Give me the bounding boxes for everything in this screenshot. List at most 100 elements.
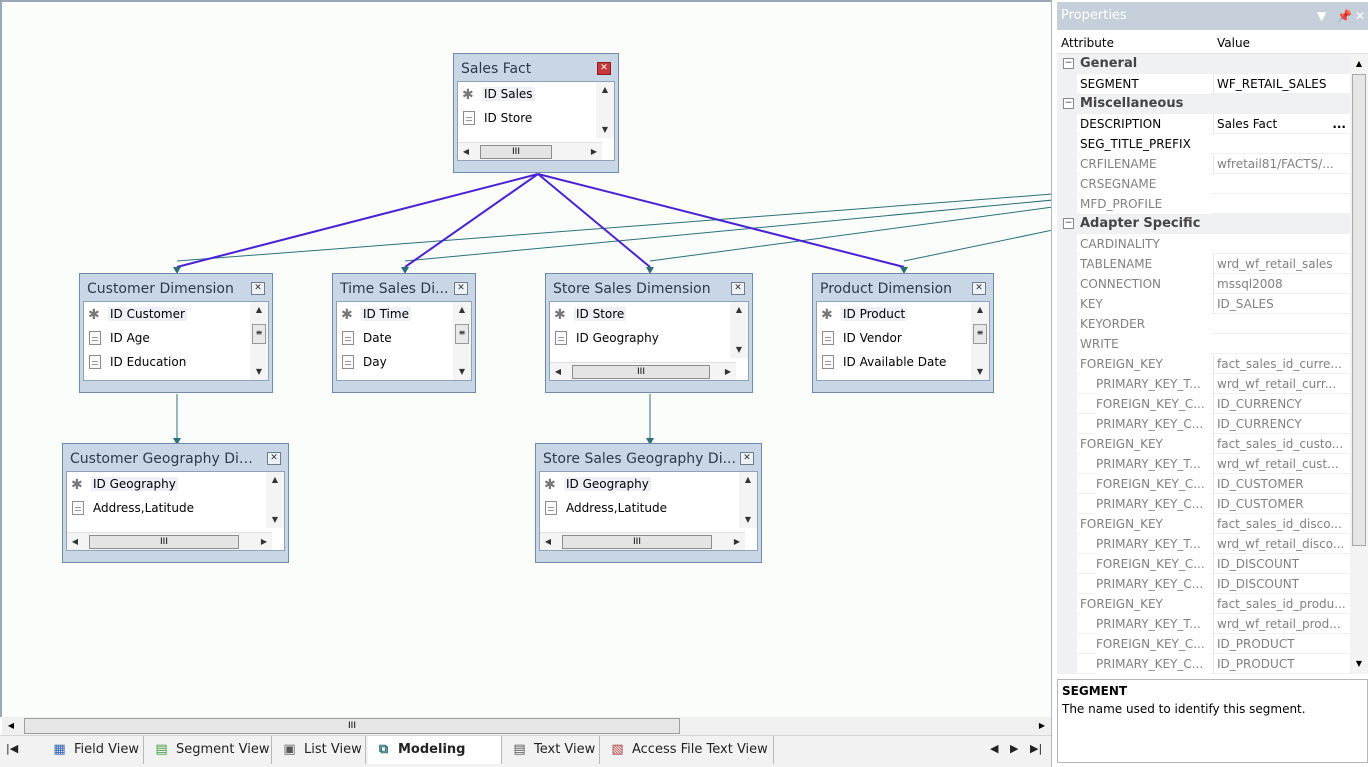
scroll-down-icon[interactable]: ▼	[1355, 659, 1363, 668]
vertical-scrollbar[interactable]: ▲ ▼	[266, 472, 284, 528]
previous-tab-icon[interactable]: ◀	[990, 742, 999, 755]
segment-header[interactable]: Time Sales Di... ✕	[336, 277, 472, 301]
field-item[interactable]: ID Education	[84, 350, 268, 374]
property-category[interactable]: −Adapter Specific	[1057, 214, 1350, 234]
property-value[interactable]: ID_SALES	[1213, 294, 1349, 314]
field-item[interactable]: Address,Latitude	[67, 496, 284, 520]
segment-customer-geography[interactable]: Customer Geography Dime... ✕ ✱ID Geograp…	[62, 443, 289, 563]
horizontal-scrollbar[interactable]: ◀ III ▶	[458, 142, 602, 160]
close-icon[interactable]: ✕	[267, 452, 281, 465]
property-row[interactable]: KEYORDER	[1057, 314, 1350, 334]
field-item[interactable]: ID Age	[84, 326, 268, 350]
field-item[interactable]: ✱ID Geography	[540, 472, 757, 496]
segment-header[interactable]: Customer Dimension ✕	[83, 277, 269, 301]
dropdown-icon[interactable]: ▼	[1317, 9, 1327, 23]
tab-text-view[interactable]: ▤Text View	[504, 736, 600, 764]
scroll-thumb[interactable]: III	[572, 365, 710, 379]
vertical-scrollbar[interactable]: ▲ ≡ ▼	[971, 302, 989, 380]
property-value[interactable]: ID_PRODUCT	[1213, 654, 1349, 674]
property-row[interactable]: CARDINALITY	[1057, 234, 1350, 254]
scroll-down-icon[interactable]: ▼	[271, 515, 279, 524]
tab-field-view[interactable]: ▦Field View	[44, 736, 144, 764]
scroll-down-icon[interactable]: ▼	[976, 367, 984, 376]
field-list[interactable]: ✱ID Product ID Vendor ID Available Date …	[816, 301, 990, 381]
collapse-icon[interactable]: −	[1063, 98, 1074, 109]
property-value[interactable]: ID_CURRENCY	[1213, 394, 1349, 414]
segment-header[interactable]: Sales Fact ✕	[457, 57, 615, 81]
segment-time-sales-dimension[interactable]: Time Sales Di... ✕ ✱ID Time Date Day ▲ ≡…	[332, 273, 476, 393]
scroll-left-icon[interactable]: ◀	[462, 147, 470, 156]
property-row[interactable]: PRIMARY_KEY_C...ID_CURRENCY	[1057, 414, 1350, 434]
scroll-right-icon[interactable]: ▶	[733, 537, 741, 546]
property-row[interactable]: SEG_TITLE_PREFIX	[1057, 134, 1350, 154]
vertical-scrollbar[interactable]: ▲ ▼	[730, 302, 748, 358]
scroll-up-icon[interactable]: ▲	[744, 475, 752, 484]
property-value[interactable]: ID_CUSTOMER	[1213, 494, 1349, 514]
vertical-scrollbar[interactable]: ▲ ≡ ▼	[453, 302, 471, 380]
property-value[interactable]: fact_sales_id_curre...	[1213, 354, 1349, 374]
collapse-icon[interactable]: −	[1063, 218, 1074, 229]
tab-modeling-view[interactable]: ⧉Modeling View	[368, 736, 502, 764]
horizontal-scrollbar[interactable]: ◀ III ▶	[67, 532, 272, 550]
property-value[interactable]: ID_DISCOUNT	[1213, 574, 1349, 594]
property-value[interactable]: wrd_wf_retail_curr...	[1213, 374, 1349, 394]
vertical-scrollbar[interactable]: ▲ ▼	[739, 472, 757, 528]
property-value[interactable]: wrd_wf_retail_prod...	[1213, 614, 1349, 634]
property-row[interactable]: PRIMARY_KEY_T...wrd_wf_retail_prod...	[1057, 614, 1350, 634]
segment-store-sales-dimension[interactable]: Store Sales Dimension ✕ ✱ID Store ID Geo…	[545, 273, 753, 393]
property-value[interactable]: fact_sales_id_produ...	[1213, 594, 1349, 614]
scroll-down-icon[interactable]: ▼	[601, 125, 609, 134]
property-category[interactable]: −Miscellaneous	[1057, 94, 1350, 114]
scroll-left-icon[interactable]: ◀	[7, 721, 15, 730]
close-icon[interactable]: ✕	[454, 282, 468, 295]
scroll-right-icon[interactable]: ▶	[1038, 721, 1046, 730]
scroll-thumb[interactable]: III	[562, 535, 712, 549]
property-value[interactable]: ID_PRODUCT	[1213, 634, 1349, 654]
scroll-thumb[interactable]	[1352, 74, 1366, 546]
scroll-down-icon[interactable]: ▼	[735, 345, 743, 354]
scroll-up-icon[interactable]: ▲	[735, 305, 743, 314]
field-item[interactable]: ID Store	[458, 106, 614, 130]
tab-segment-view[interactable]: ▤Segment View	[146, 736, 272, 764]
scroll-right-icon[interactable]: ▶	[590, 147, 598, 156]
scroll-down-icon[interactable]: ▼	[744, 515, 752, 524]
scroll-up-icon[interactable]: ▲	[1355, 59, 1363, 68]
segment-header[interactable]: Store Sales Dimension ✕	[549, 277, 749, 301]
property-value[interactable]: ID_CURRENCY	[1213, 414, 1349, 434]
field-list[interactable]: ✱ID Customer ID Age ID Education ▲ ≡ ▼	[83, 301, 269, 381]
field-item[interactable]: Address,Latitude	[540, 496, 757, 520]
field-item[interactable]: ID Available Date	[817, 350, 989, 374]
property-row[interactable]: PRIMARY_KEY_T...wrd_wf_retail_curr...	[1057, 374, 1350, 394]
ellipsis-button[interactable]: ...	[1332, 117, 1346, 131]
property-value[interactable]: Sales Fact	[1213, 114, 1349, 134]
vertical-scrollbar[interactable]: ▲ ▼	[596, 82, 614, 138]
tab-list-view[interactable]: ▣List View	[274, 736, 366, 764]
close-icon[interactable]: ✕	[731, 282, 745, 295]
horizontal-scrollbar[interactable]: ◀ III ▶	[540, 532, 745, 550]
field-list[interactable]: ✱ID Time Date Day ▲ ≡ ▼	[336, 301, 472, 381]
segment-store-sales-geography[interactable]: Store Sales Geography Di... ✕ ✱ID Geogra…	[535, 443, 762, 563]
close-icon[interactable]: ✕	[1355, 9, 1366, 23]
scroll-up-icon[interactable]: ▲	[601, 85, 609, 94]
field-item[interactable]: ✱ID Geography	[67, 472, 284, 496]
collapse-icon[interactable]: −	[1063, 58, 1074, 69]
scroll-thumb[interactable]: ≡	[455, 324, 469, 344]
segment-header[interactable]: Customer Geography Dime... ✕	[66, 447, 285, 471]
field-list[interactable]: ✱ID Store ID Geography ▲ ▼ ◀ III ▶	[549, 301, 749, 381]
next-tab-icon[interactable]: ▶	[1010, 742, 1019, 755]
scroll-up-icon[interactable]: ▲	[458, 305, 466, 314]
property-value[interactable]: fact_sales_id_disco...	[1213, 514, 1349, 534]
property-row[interactable]: PRIMARY_KEY_T...wrd_wf_retail_disco...	[1057, 534, 1350, 554]
property-row[interactable]: PRIMARY_KEY_C...ID_CUSTOMER	[1057, 494, 1350, 514]
close-icon[interactable]: ✕	[251, 282, 265, 295]
horizontal-scrollbar[interactable]: ◀ III ▶	[550, 362, 736, 380]
scroll-up-icon[interactable]: ▲	[255, 305, 263, 314]
segment-sales-fact[interactable]: Sales Fact ✕ ✱ID Sales ID Store ▲ ▼ ◀ II…	[453, 53, 619, 173]
field-list[interactable]: ✱ID Geography Address,Latitude ▲ ▼ ◀ III…	[66, 471, 285, 551]
